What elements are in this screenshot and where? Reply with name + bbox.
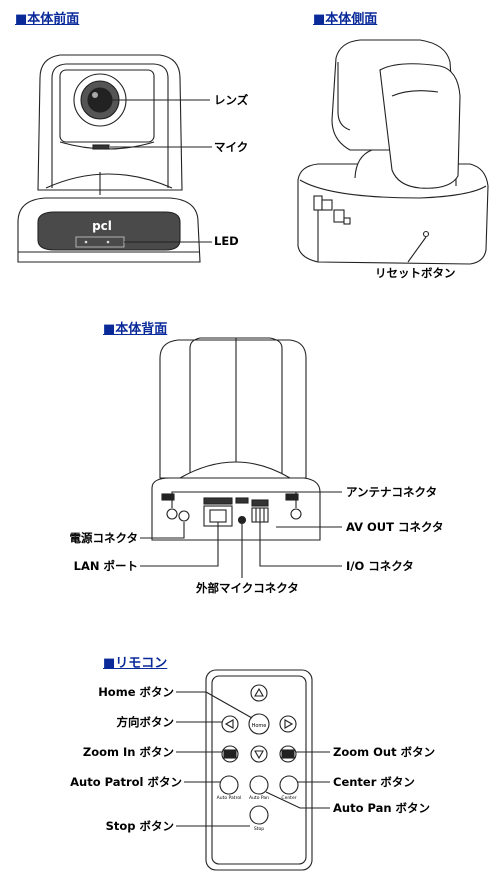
stop-button bbox=[249, 805, 269, 825]
auto-pan-button bbox=[249, 775, 269, 795]
av-out-connector-label: AV OUT コネクタ bbox=[346, 520, 444, 534]
stop-button-text: Stop bbox=[254, 826, 264, 832]
zoom-out-button-label: Zoom Out ボタン bbox=[333, 745, 436, 759]
center-button-label: Center ボタン bbox=[333, 775, 415, 789]
io-connector-label: I/O コネクタ bbox=[346, 559, 414, 573]
front-view-header: ■本体前面 bbox=[15, 12, 80, 27]
home-button bbox=[248, 713, 270, 735]
antenna-connector-label: アンテナコネクタ bbox=[346, 485, 438, 499]
front-camera-illustration bbox=[17, 54, 212, 263]
auto-patrol-button-text: Auto Patrol bbox=[217, 795, 242, 801]
lens-label: レンズ bbox=[214, 93, 249, 107]
remote-header: ■リモコン bbox=[103, 656, 168, 671]
reset-button-label: リセットボタン bbox=[375, 266, 456, 280]
side-camera-illustration bbox=[297, 39, 489, 265]
auto-pan-button-text: Auto Pan bbox=[249, 795, 269, 801]
side-view-header: ■本体側面 bbox=[313, 12, 378, 27]
auto-patrol-button-label: Auto Patrol ボタン bbox=[70, 775, 182, 789]
center-button bbox=[279, 775, 299, 795]
mic-label: マイク bbox=[214, 140, 249, 154]
front-logo-text: pcl bbox=[92, 219, 112, 233]
lan-port-label: LAN ポート bbox=[73, 559, 138, 573]
mic-hole bbox=[92, 144, 110, 150]
auto-patrol-button bbox=[219, 775, 239, 795]
led-label: LED bbox=[214, 234, 239, 248]
direction-button-label: 方向ボタン bbox=[116, 715, 175, 729]
external-mic-connector-label: 外部マイクコネクタ bbox=[196, 581, 299, 595]
zoom-in-button-label: Zoom In ボタン bbox=[82, 745, 174, 759]
auto-pan-button-label: Auto Pan ボタン bbox=[333, 801, 431, 815]
power-connector-label: 電源コネクタ bbox=[69, 531, 138, 545]
home-button-text: Home bbox=[252, 723, 267, 729]
back-view-header: ■本体背面 bbox=[103, 322, 168, 337]
home-button-label: Home ボタン bbox=[98, 685, 174, 699]
stop-button-label: Stop ボタン bbox=[105, 819, 174, 833]
back-camera-illustration bbox=[140, 337, 342, 578]
remote-illustration bbox=[176, 669, 330, 871]
center-button-text: Center bbox=[281, 795, 296, 801]
